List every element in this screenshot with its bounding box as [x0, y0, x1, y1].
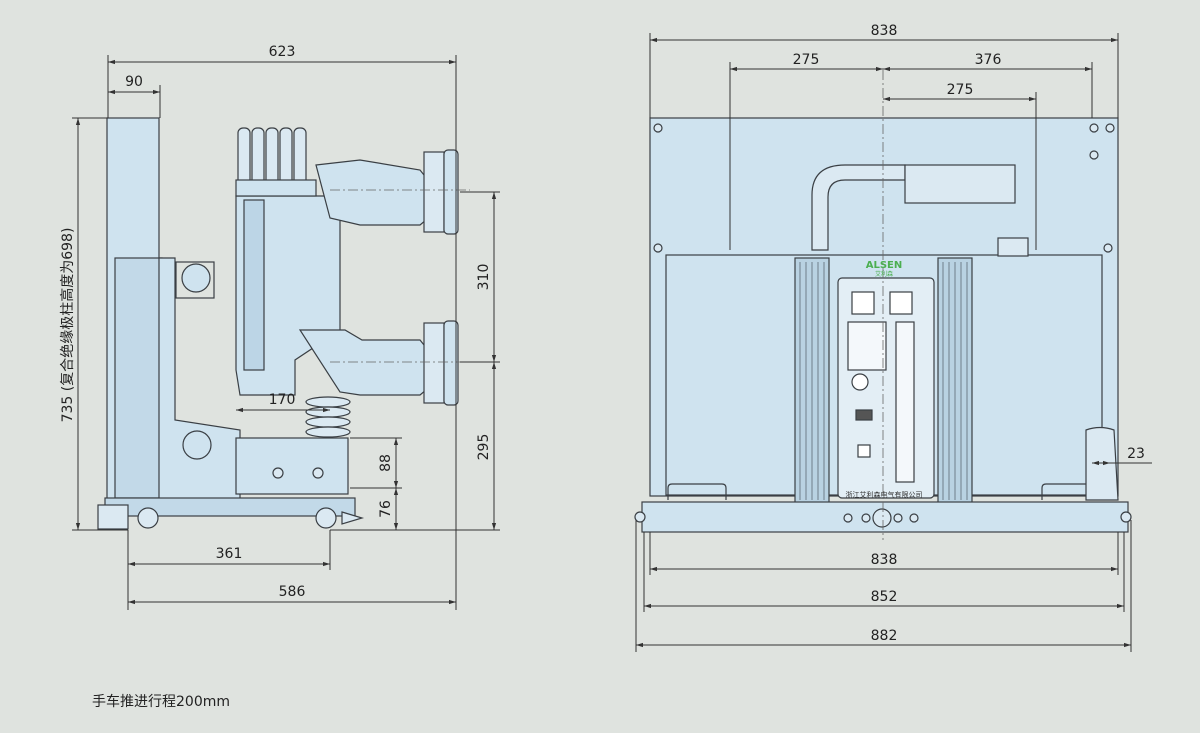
dim-295: 295: [476, 434, 492, 461]
front-bolts: [653, 123, 1115, 253]
wheel-front: [315, 507, 337, 529]
indicator-block: [847, 321, 887, 371]
dim-586: 586: [279, 584, 306, 600]
dim-310: 310: [476, 264, 492, 291]
close-button[interactable]: [889, 291, 913, 315]
upper-contact-cap: [443, 149, 459, 235]
mechanism-box: [235, 437, 349, 495]
vent-slats: [799, 262, 968, 500]
side-view: [97, 117, 459, 530]
wheel-rear: [137, 507, 159, 529]
side-center-lines: [330, 189, 470, 363]
dim-275-left: 275: [793, 52, 820, 68]
side-hole-upper: [181, 263, 211, 293]
brand-logo: ALSEN: [866, 260, 903, 271]
charging-knob[interactable]: [851, 373, 869, 391]
dim-361: 361: [216, 546, 243, 562]
counter-strip: [895, 321, 915, 483]
footnote: 手车推进行程200mm: [92, 694, 230, 710]
lower-contact-cap: [443, 320, 459, 406]
side-handle: [97, 504, 129, 530]
open-button[interactable]: [851, 291, 875, 315]
dim-838-top: 838: [871, 23, 898, 39]
top-insulator-fins: [235, 127, 317, 197]
dim-623: 623: [269, 44, 296, 60]
dim-170: 170: [269, 392, 296, 408]
dim-882: 882: [871, 628, 898, 644]
dim-90: 90: [125, 74, 143, 90]
dim-838-bottom: 838: [871, 552, 898, 568]
dim-88: 88: [378, 454, 394, 472]
side-hole: [182, 430, 212, 460]
dim-735: 735 (复合绝缘极柱高度为698): [59, 228, 76, 423]
company-name: 浙江艾利森电气有限公司: [846, 490, 923, 499]
upper-mechanism: [904, 164, 1016, 204]
dim-852: 852: [871, 589, 898, 605]
side-plate-box: [175, 261, 215, 299]
dim-376: 376: [975, 52, 1002, 68]
brand-sub: 艾利森: [875, 270, 893, 278]
dim-76: 76: [378, 500, 394, 518]
side-frame-inner: [114, 257, 163, 499]
handle-left[interactable]: [667, 483, 727, 500]
dim-23: 23: [1127, 446, 1145, 462]
pole-window: [243, 199, 265, 371]
racking-hole[interactable]: [872, 508, 892, 528]
front-view: [634, 117, 1132, 533]
dim-275-inner: 275: [947, 82, 974, 98]
